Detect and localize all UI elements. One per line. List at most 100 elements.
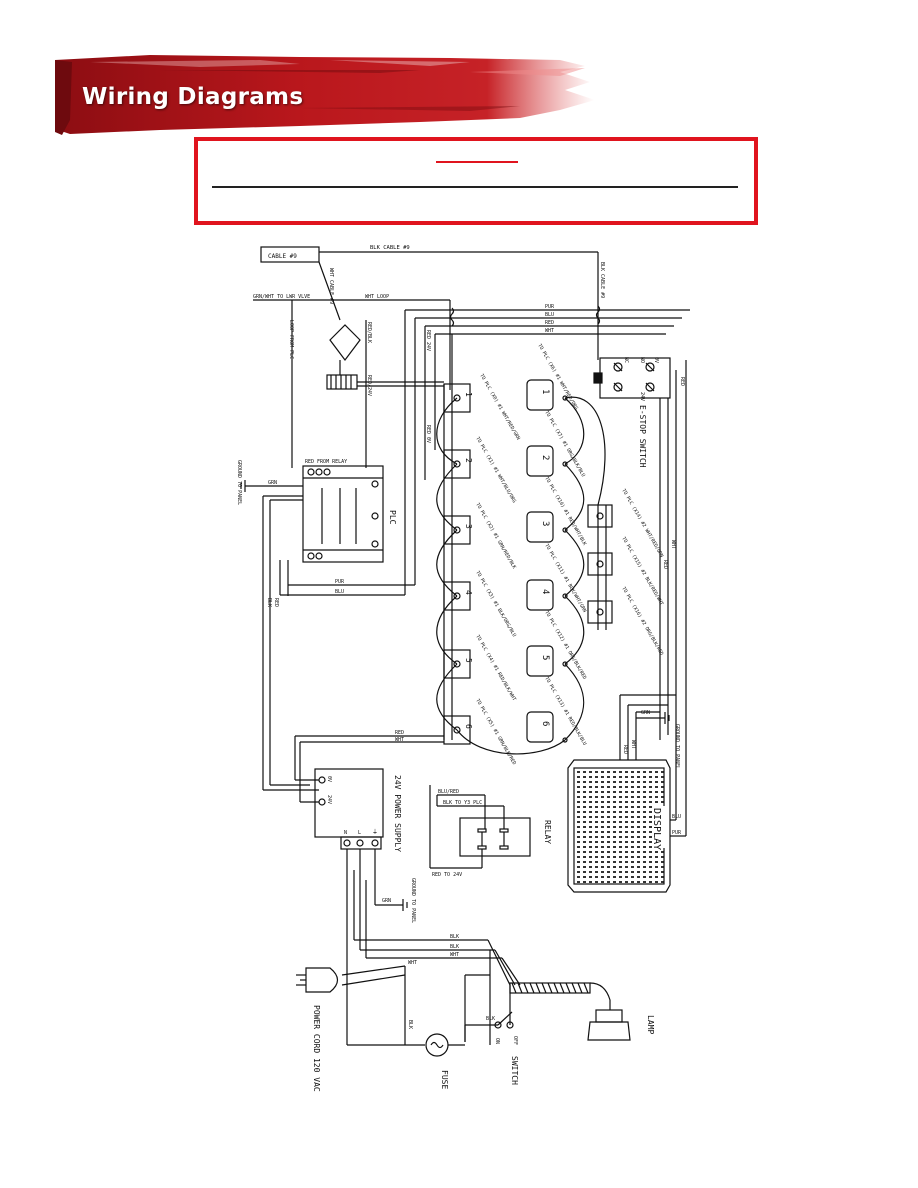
display-grn-label: GRN: [641, 710, 650, 716]
relay-blu-red-label: BLU/RED: [438, 789, 459, 795]
ps-label: 24V POWER SUPPLY: [393, 775, 402, 852]
sensor-left-6: [443, 715, 471, 745]
sensor-left-5-num: 5: [464, 658, 473, 663]
plc-module: [302, 465, 384, 563]
sensor-label-x1: TO PLC (X1) #1 WHT/BLU/ORG: [474, 436, 517, 504]
display-blu-label: BLU: [672, 814, 681, 820]
blk-cable9-v-label: BLK CABLE #9: [599, 262, 605, 298]
display-pur-label: PUR: [672, 830, 682, 836]
relay-blk-y3-label: BLK TO Y3 PLC: [443, 800, 482, 806]
warning-box: [194, 137, 758, 225]
bus-wht-label: WHT: [545, 328, 554, 334]
sensor-label-x7: TO PLC (X7) #1 ORG/BLK/BLU: [543, 410, 586, 478]
plc-blk-label: BLK: [266, 598, 272, 607]
estop-nc-label: NC: [623, 357, 629, 363]
sensor-right-2: [526, 445, 554, 477]
estop-label: E-STOP SWITCH: [638, 405, 647, 468]
plc-ground-label: GROUND TO PANEL: [236, 460, 242, 505]
warning-rule: [212, 186, 738, 188]
display-label: DISPLAY: [651, 808, 662, 850]
warning-heading-line: [436, 153, 518, 163]
sensor-label-x5: TO PLC (X5) #1 GRN/BLK/RED: [474, 698, 517, 766]
plc-label: PLC: [388, 510, 397, 525]
wht-cable9-label: WHT CABLE #9: [328, 268, 334, 304]
bus-red-label: RED: [545, 320, 554, 326]
left-sensor-column: [443, 334, 471, 745]
loop-plc-label: LOOP FROM PLC: [288, 320, 294, 359]
sensor-right-3-num: 3: [540, 521, 550, 526]
estop-red-label: RED: [679, 377, 685, 386]
sensor-left-1: [443, 383, 471, 413]
wht-cable9-wire: [318, 261, 341, 321]
sensor-right-6-num: 6: [540, 721, 550, 726]
ps-red-label: RED: [395, 730, 404, 736]
relay: [429, 785, 531, 869]
estop-0v-label: 0V: [653, 357, 659, 363]
sensor-left-2: [443, 449, 471, 479]
ps-grn-label: GRN: [382, 898, 391, 904]
right-red-label: RED: [662, 560, 668, 569]
bus-splice-left: [449, 307, 455, 327]
sensor-left-4-num: 4: [464, 590, 473, 595]
sensor-label-x6: TO PLC (X6) #1 WHT/RED/ORG: [536, 343, 579, 411]
sensor-label-x0: TO PLC (X0) #1 WHT/RED/GRN: [478, 373, 521, 441]
grn-wht-label: GRN/WHT TO LWR VLVE: [253, 294, 310, 300]
wht-loop-label: WHT LOOP: [365, 294, 389, 300]
display-red-label: RED: [622, 745, 628, 754]
sensor-right-2-num: 2: [540, 455, 550, 460]
sensor-right-6: [526, 711, 554, 743]
display-unit: [567, 694, 686, 893]
sensor-right-3: [526, 511, 554, 543]
side-sensor-1: [587, 504, 613, 528]
splice-top: [329, 324, 361, 361]
sensor-label-x3: TO PLC (X3) #1 BLK/ORG/BLU: [474, 570, 517, 638]
sensor-label-x2: TO PLC (X2) #1 GRN/RED/BLK: [474, 502, 517, 570]
ps-l-label: L: [358, 830, 361, 836]
blk-cable9-label: BLK CABLE #9: [370, 245, 410, 251]
ps-wht-label: WHT: [395, 737, 404, 743]
sensor-label-x11: TO PLC (X11) #1 BLK/WHT/GRN: [543, 543, 587, 614]
bus-pur-label: PUR: [545, 304, 555, 310]
red-24v-small: RED 24V: [425, 330, 431, 351]
sensor-loops: [436, 395, 606, 755]
sensor-left-6-num: 6: [464, 724, 473, 729]
plc-grn-label: GRN: [268, 480, 277, 486]
relay-label: RELAY: [543, 820, 552, 844]
sensor-left-4: [443, 581, 471, 611]
switch-on-label: ON: [494, 1038, 500, 1044]
bus-blu-label: BLU: [545, 312, 554, 318]
page-title: Wiring Diagrams: [82, 84, 304, 110]
side-sensor-3: [587, 600, 613, 624]
mains-blk1-label: BLK: [450, 934, 459, 940]
switch-off-label: OFF: [512, 1036, 518, 1045]
red-blk-label: RED/BLK: [366, 322, 372, 343]
ps-24v-label: 24V: [326, 795, 332, 804]
cable9-label: CABLE #9: [268, 253, 297, 260]
estop-24v-label: 24V: [639, 392, 645, 401]
sensor-left-3: [443, 515, 471, 545]
plc-blu-label: BLU: [335, 589, 344, 595]
side-sensor-column: [587, 504, 613, 630]
mains-blk2-label: BLK: [450, 944, 459, 950]
ps-ground-label: GROUND TO PANEL: [410, 878, 416, 923]
ps-n-label: N: [344, 830, 347, 836]
power-supply: [263, 735, 444, 850]
ps-0v-label: 0V: [326, 776, 332, 782]
red-from-relay-label: RED FROM RELAY: [305, 459, 347, 465]
cord-wht-label: WHT: [408, 960, 417, 966]
relay-red-24v-label: RED TO 24V: [432, 872, 462, 878]
right-sensor-column: [526, 379, 554, 743]
plc-pur-label: PUR: [335, 579, 345, 585]
display-ground-label: GROUND TO PANEL: [674, 724, 680, 769]
sensor-right-5-num: 5: [540, 655, 550, 660]
sensor-label-x4: TO PLC (X4) #1 RED/BLK/WHT: [474, 634, 517, 702]
right-wht-label: WHT: [670, 540, 676, 549]
switch-blk-label: BLK: [486, 1016, 495, 1022]
sensor-left-1-num: 1: [464, 392, 473, 397]
bus-splice-right: [595, 305, 601, 325]
sensor-right-4: [526, 579, 554, 611]
lamp: [509, 982, 631, 1041]
display-wht-label: WHT: [630, 740, 636, 749]
ps-ground-symbol: ⏚: [372, 829, 378, 836]
